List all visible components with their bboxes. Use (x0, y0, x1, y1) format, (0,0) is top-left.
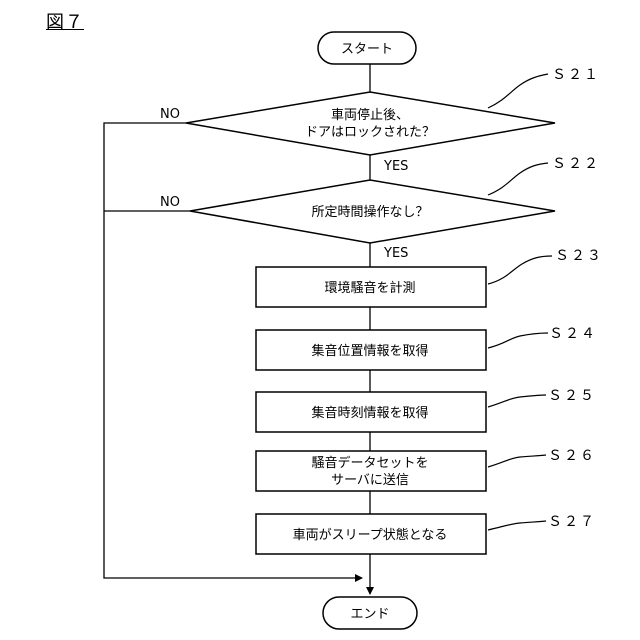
step-label-s27: Ｓ２７ (548, 514, 596, 530)
leader-s21 (488, 74, 548, 108)
no-label-d1: NO (160, 107, 180, 122)
no-label-d2: NO (160, 195, 180, 210)
decision-door-locked-line2: ドアはロックされた？ (305, 125, 435, 140)
process-s24-text: 集音位置情報を取得 (311, 343, 428, 359)
yes-label-d1: YES (383, 159, 408, 174)
leader-s27 (488, 521, 546, 530)
step-leader-lines (488, 74, 552, 530)
leader-s23 (488, 256, 552, 284)
step-label-s24: Ｓ２４ (549, 326, 597, 342)
yes-label-d2: YES (383, 246, 408, 261)
process-s26-text-line2: サーバに送信 (331, 473, 409, 488)
decision-door-locked-line1: 車両停止後、 (331, 107, 409, 123)
leader-s22 (488, 163, 548, 195)
leader-s24 (488, 333, 548, 348)
process-s23-text: 環境騒音を計測 (324, 280, 415, 296)
end-terminal: エンド (323, 597, 417, 629)
leader-s26 (488, 455, 546, 467)
step-label-s21: Ｓ２１ (552, 67, 600, 83)
step-label-s25: Ｓ２５ (548, 388, 596, 404)
step-label-s22: Ｓ２２ (552, 156, 600, 172)
step-label-s26: Ｓ２６ (548, 448, 596, 464)
start-terminal: スタート (318, 32, 416, 64)
process-s27-text: 車両がスリープ状態となる (293, 527, 448, 543)
end-label: エンド (350, 607, 389, 622)
leader-s25 (488, 395, 546, 407)
decision-no-operation-text: 所定時間操作なし？ (311, 204, 428, 220)
start-label: スタート (341, 42, 393, 57)
decision-no-operation: 所定時間操作なし？ (190, 180, 555, 243)
step-label-s23: Ｓ２３ (555, 248, 603, 264)
process-s25-text: 集音時刻情報を取得 (311, 405, 428, 421)
process-s26-text-line1: 騒音データセットを (311, 455, 428, 471)
